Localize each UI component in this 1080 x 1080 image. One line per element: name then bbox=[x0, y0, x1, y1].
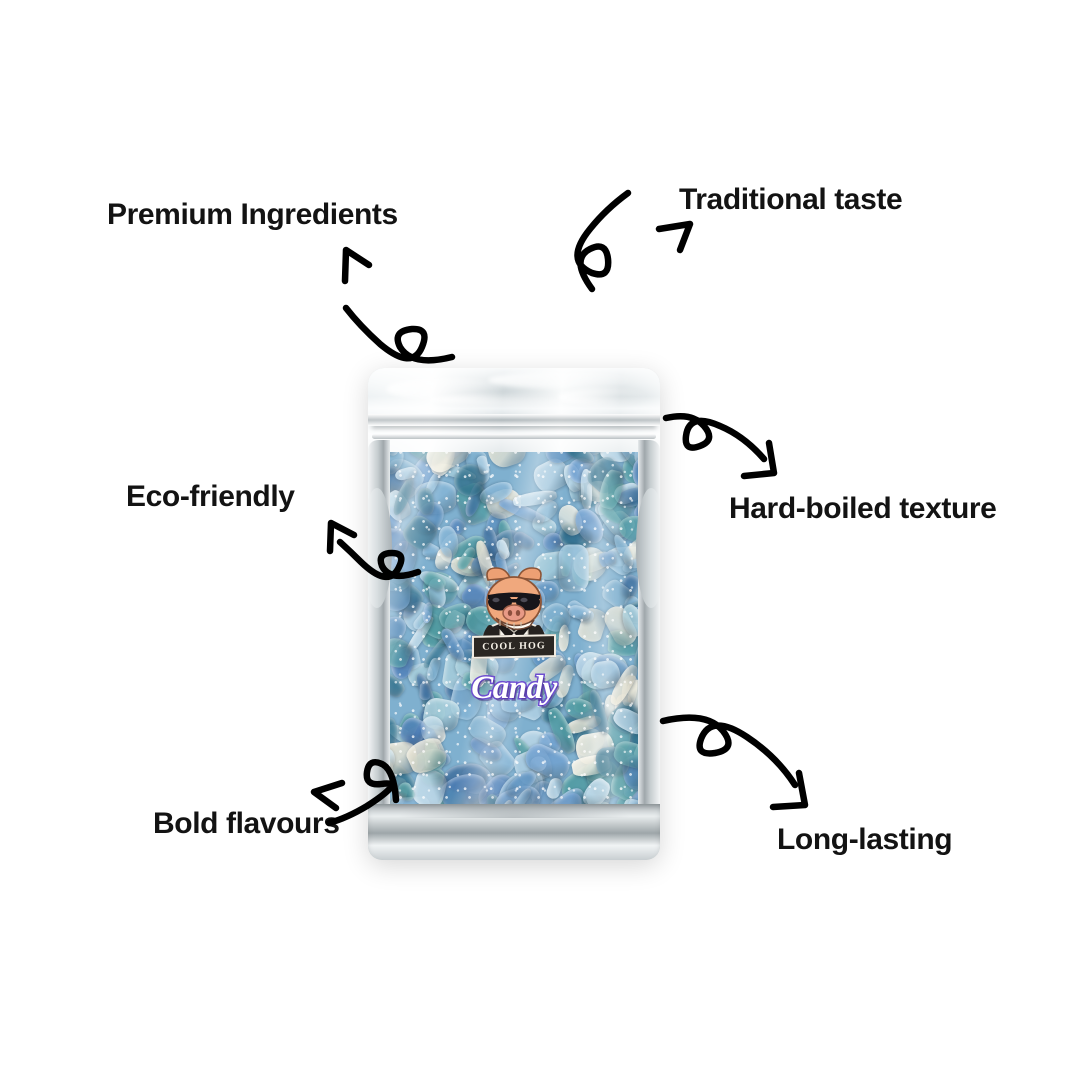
feature-label-premium-ingredients: Premium Ingredients bbox=[107, 198, 398, 231]
foil-top-seal bbox=[368, 368, 660, 452]
feature-label-long-lasting: Long-lasting bbox=[777, 823, 953, 856]
arrow-long-lasting bbox=[659, 714, 809, 811]
feature-label-eco-friendly: Eco-friendly bbox=[126, 480, 295, 513]
arrow-traditional-taste bbox=[574, 189, 694, 293]
cool-hog-mascot-icon: COOL HOG bbox=[466, 564, 562, 659]
pouch-body: COOL HOG Candy bbox=[368, 368, 660, 860]
feature-label-bold-flavours: Bold flavours bbox=[153, 807, 340, 840]
feature-label-hard-boiled-texture: Hard-boiled texture bbox=[729, 492, 997, 525]
arrow-premium-ingredients bbox=[341, 246, 456, 364]
cool-hog-banner: COOL HOG bbox=[472, 634, 556, 659]
arrow-hard-boiled-texture bbox=[662, 413, 778, 480]
product-pouch[interactable]: COOL HOG Candy bbox=[368, 368, 660, 860]
resealable-zipper[interactable] bbox=[372, 434, 656, 439]
brand-logo: COOL HOG Candy bbox=[466, 564, 562, 706]
pouch-right-waist-highlight bbox=[636, 488, 660, 608]
feature-label-traditional-taste: Traditional taste bbox=[679, 183, 903, 216]
brand-name-text: COOL HOG bbox=[482, 640, 546, 653]
product-name-wordmark: Candy bbox=[470, 670, 559, 706]
pouch-bottom-gusset bbox=[368, 792, 660, 860]
